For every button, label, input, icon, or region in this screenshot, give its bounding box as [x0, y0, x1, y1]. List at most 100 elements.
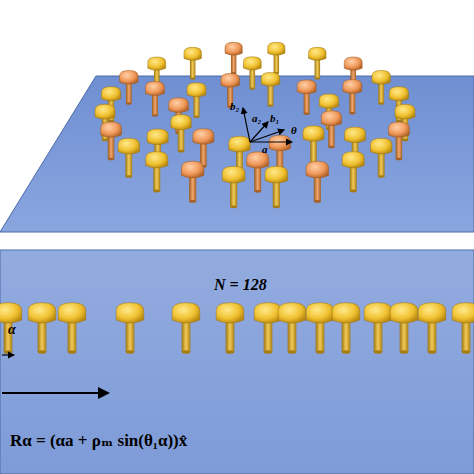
pillar-foot	[316, 350, 325, 353]
pillar-stem	[68, 320, 77, 352]
pillar-stem	[38, 320, 47, 352]
pillar-foot	[349, 112, 355, 114]
pillar-stem	[316, 320, 325, 352]
pillar-stem	[182, 320, 191, 352]
substrate-bottom	[0, 250, 474, 474]
angle-label: θ	[291, 124, 297, 136]
pillar-cap	[193, 129, 214, 145]
count-label: N = 128	[214, 276, 267, 294]
pillar-stem	[126, 82, 132, 103]
pillar-cap	[389, 122, 410, 137]
pillar-stem	[126, 320, 135, 352]
pillar-stem	[350, 166, 357, 192]
pillar-foot	[288, 350, 297, 353]
pillar-foot	[108, 158, 115, 161]
pillar-foot	[328, 146, 334, 149]
pillar-foot	[462, 350, 471, 353]
pillar-foot	[378, 102, 384, 104]
pillar-stem	[153, 166, 160, 192]
pillar-foot	[190, 77, 196, 79]
pillar-cap	[309, 47, 326, 60]
vector-label: b₁	[270, 112, 279, 124]
pillar-stem	[342, 320, 351, 352]
pillar-cap	[171, 115, 191, 130]
pillar-cap	[389, 87, 408, 101]
pillar-cap	[28, 303, 56, 323]
pillar-stem	[378, 152, 385, 177]
pillar-stem	[178, 128, 184, 152]
pillar-stem	[125, 152, 132, 177]
pillar-foot	[402, 139, 408, 142]
pillar-foot	[273, 205, 280, 208]
pillar-ring	[95, 42, 415, 208]
pillar-stem	[249, 68, 255, 89]
pillar-foot	[4, 350, 13, 353]
pillar-cap	[229, 136, 250, 152]
pillar-foot	[428, 350, 437, 353]
pillar-cap	[184, 47, 201, 60]
pillar-stem	[314, 175, 321, 201]
pillar-cap	[146, 152, 168, 168]
pillar-stem	[462, 320, 471, 352]
vector-label: b₂	[230, 100, 239, 112]
pillar-cap	[321, 111, 341, 126]
pillar-foot	[194, 116, 200, 118]
pillar-cap	[303, 126, 324, 142]
pillar-stem	[108, 135, 115, 159]
pillar-cap	[372, 70, 390, 84]
pillar-stem	[189, 175, 196, 201]
pillar-foot	[182, 350, 191, 353]
pillar-cap	[278, 303, 306, 323]
pillar-cap	[306, 303, 334, 323]
pillar-cap	[0, 303, 22, 323]
pillar-cap	[261, 72, 280, 86]
pillar-cap	[148, 57, 166, 70]
pillar-cap	[222, 166, 245, 183]
pillar-stem	[230, 181, 237, 207]
substrate-top	[0, 76, 474, 232]
pillar-cap	[95, 104, 115, 119]
pillar-cap	[169, 98, 189, 113]
pillar-cap	[395, 104, 415, 119]
pillar-stem	[374, 320, 383, 352]
vector-label: a₂	[252, 112, 261, 124]
pillar-foot	[178, 150, 184, 153]
pillar-stem	[304, 92, 310, 114]
pillar-stem	[273, 181, 280, 207]
pillar-cap	[145, 81, 164, 95]
pillar-cap	[120, 70, 138, 84]
pillar-stem	[328, 124, 334, 147]
pillar-cap	[297, 80, 316, 94]
pillar-stem	[254, 166, 261, 192]
pillar-cap	[116, 303, 144, 323]
pillar-chain	[0, 303, 474, 354]
pillar-stem	[226, 320, 235, 352]
pillar-foot	[378, 175, 385, 178]
pillar-cap	[344, 57, 362, 70]
pillar-stem	[396, 135, 403, 159]
pillar-foot	[126, 350, 135, 353]
pillar-cap	[345, 127, 366, 143]
pillar-foot	[226, 350, 235, 353]
pillar-cap	[364, 303, 392, 323]
pillar-cap	[306, 161, 328, 178]
pillar-cap	[221, 73, 240, 87]
pillar-foot	[350, 190, 357, 193]
vector-label: a	[262, 143, 268, 155]
pillar-cap	[370, 138, 391, 154]
pillar-foot	[342, 350, 351, 353]
pillar-cap	[418, 303, 446, 323]
pillar-foot	[249, 88, 255, 90]
pillar-stem	[315, 58, 321, 78]
pillar-foot	[102, 139, 108, 142]
pillar-cap	[332, 303, 360, 323]
pillar-foot	[400, 350, 409, 353]
pillar-foot	[315, 77, 321, 79]
pillar-cap	[254, 303, 282, 323]
pillar-foot	[304, 113, 310, 115]
pillar-foot	[374, 350, 383, 353]
lattice-vectors	[243, 108, 292, 142]
index-label: α	[8, 322, 16, 338]
position-formula: Rα = (αa + ρₘ sin(θ₁α))x̂	[10, 430, 187, 451]
